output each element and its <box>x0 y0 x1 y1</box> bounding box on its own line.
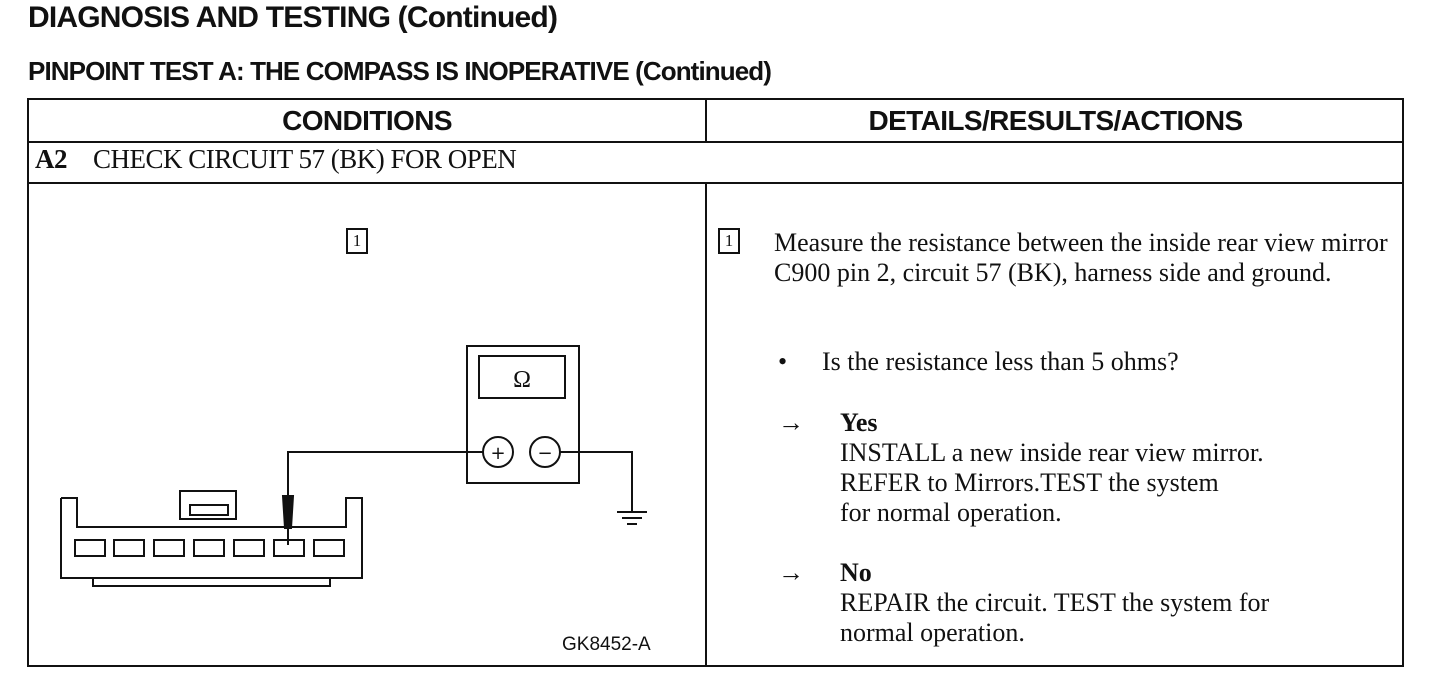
question-row: • Is the resistance less than 5 ohms? <box>778 347 1179 377</box>
diagram-callout: 1 <box>346 228 368 254</box>
bullet-icon: • <box>778 347 788 376</box>
row-divider <box>29 182 1402 184</box>
instruction-text: Measure the resistance between the insid… <box>774 228 1394 288</box>
details-header: DETAILS/RESULTS/ACTIONS <box>868 105 1243 136</box>
no-line: normal operation. <box>840 618 1025 647</box>
plus-terminal: + <box>490 443 505 464</box>
test-leads <box>287 451 633 512</box>
minus-terminal: − <box>537 443 552 464</box>
question-text: Is the resistance less than 5 ohms? <box>822 347 1179 376</box>
ohmmeter-diagram: Ω + − <box>60 345 647 587</box>
step-row: A2 CHECK CIRCUIT 57 (BK) FOR OPEN <box>35 144 517 175</box>
step-title: CHECK CIRCUIT 57 (BK) FOR OPEN <box>93 144 517 174</box>
yes-line: REFER to Mirrors.TEST the system <box>840 468 1219 497</box>
row-divider <box>29 141 1402 143</box>
yes-label: Yes <box>840 408 878 437</box>
no-line: REPAIR the circuit. TEST the system for <box>840 588 1270 617</box>
step-id: A2 <box>35 144 68 174</box>
yes-line: for normal operation. <box>840 498 1062 527</box>
arrow-right-icon: → <box>778 408 804 437</box>
details-callout: 1 <box>718 228 740 254</box>
connector-icon <box>60 490 363 587</box>
pinpoint-test-table: CONDITIONS DETAILS/RESULTS/ACTIONS A2 CHE… <box>27 98 1404 667</box>
yes-line: INSTALL a new inside rear view mirror. <box>840 438 1264 467</box>
arrow-right-icon: → <box>778 558 804 587</box>
ground-icon <box>617 511 647 525</box>
test-subtitle: PINPOINT TEST A: THE COMPASS IS INOPERAT… <box>28 56 772 86</box>
header-divider <box>705 100 707 142</box>
figure-code: GK8452-A <box>562 634 651 655</box>
meter-symbol: Ω <box>513 367 531 393</box>
probe-icon <box>281 495 295 545</box>
instruction: Measure the resistance between the insid… <box>774 228 1388 287</box>
page-title: DIAGNOSIS AND TESTING (Continued) <box>28 1 558 34</box>
body-divider <box>705 184 707 667</box>
conditions-header: CONDITIONS <box>282 105 452 136</box>
no-label: No <box>840 558 872 587</box>
